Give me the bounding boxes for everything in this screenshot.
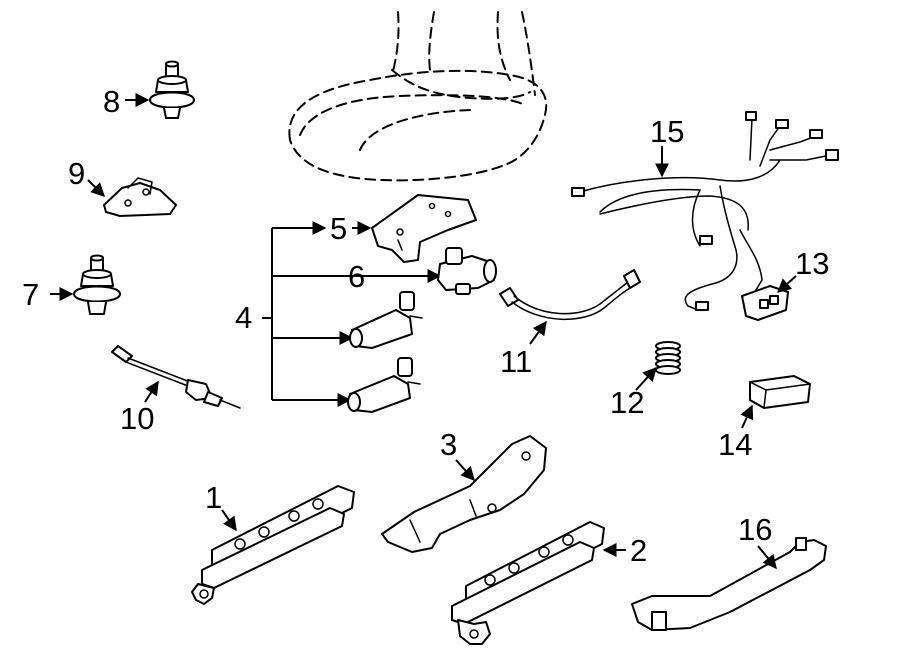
callout-9: 9: [68, 156, 85, 191]
callout-15: 15: [650, 114, 684, 149]
part-1-seat-track: [191, 485, 355, 605]
callout-5: 5: [330, 211, 347, 246]
part-8-sensor-knob: [149, 60, 195, 119]
part-4-motor-lower: [347, 357, 421, 413]
callout-8: 8: [103, 84, 120, 119]
part-10-cable: [111, 345, 241, 409]
part-2-seat-track: [451, 521, 605, 645]
callout-10: 10: [120, 401, 154, 436]
part-15-wiring-harness: [571, 111, 839, 311]
callout-16: 16: [738, 512, 772, 547]
callout-13: 13: [795, 246, 829, 281]
part-6-motor: [437, 247, 497, 295]
callout-labels: 1 2 3 4 5 6 7 8 9 10 11 12 13 14 15 16: [22, 84, 829, 568]
part-13-seat-switch: [741, 285, 789, 321]
part-5-bracket-plate: [371, 194, 477, 263]
callout-7: 7: [22, 277, 39, 312]
part-11-drive-cable: [499, 269, 641, 321]
part-4-motor-upper: [349, 291, 423, 349]
part-14-module: [749, 375, 811, 409]
callout-2: 2: [630, 533, 647, 568]
callout-3: 3: [440, 427, 457, 462]
callout-arrows: [50, 93, 797, 570]
part-12-spring: [655, 341, 681, 375]
seat-cushion-phantom-outline: [288, 11, 548, 182]
part-9-bracket: [103, 177, 177, 217]
callout-11: 11: [500, 344, 532, 379]
part-3-recliner-bracket: [381, 435, 547, 553]
part-16-bracket-bar: [631, 537, 827, 631]
callout-12: 12: [610, 385, 644, 420]
callout-14: 14: [718, 427, 752, 462]
part-4-group-bracket: [262, 221, 442, 407]
part-7-sensor-knob: [73, 254, 121, 315]
callout-6: 6: [348, 259, 365, 294]
callout-4: 4: [235, 300, 252, 335]
callout-1: 1: [205, 480, 222, 515]
